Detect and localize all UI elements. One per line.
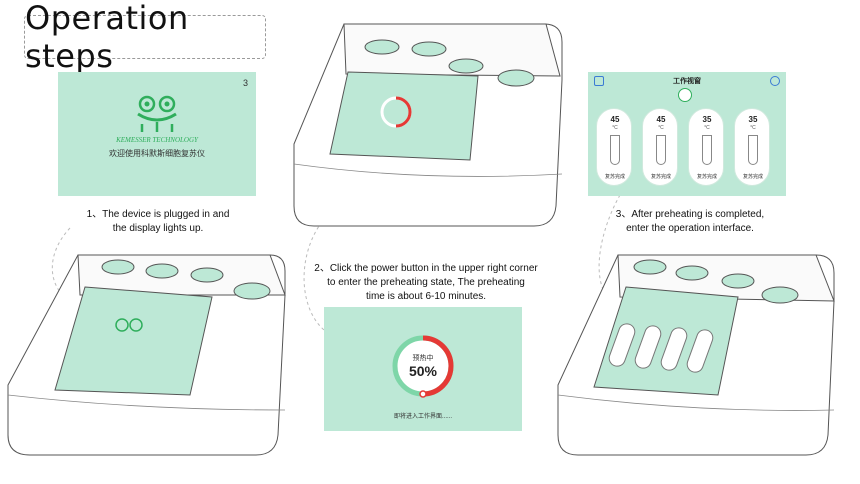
slot-card[interactable]: 35°C 复苏完成 [734, 108, 770, 186]
preheat-progress-ring [392, 335, 454, 398]
progress-knob [419, 390, 427, 398]
step1-screen: 3 KEMESSER TECHNOLOGY 欢迎使用科默斯细胞复苏仪 [58, 72, 256, 196]
step1-caption: 1、The device is plugged in and the displ… [58, 208, 258, 236]
connector-step1 [51, 227, 87, 309]
slot-status: 复苏完成 [604, 174, 625, 180]
test-tube-icon [656, 135, 666, 165]
slot-temperature: 45 [610, 115, 620, 124]
slot-temperature: 45 [656, 115, 666, 124]
settings-icon[interactable] [770, 76, 780, 86]
title-box: Operation steps [24, 0, 266, 75]
preheat-status-label: 预热中 [412, 355, 434, 362]
frog-avatar-icon [678, 88, 692, 102]
device-step2-illustration [293, 23, 563, 227]
step2-screen: 预热中 50% 即将进入工作界面...... [324, 307, 522, 431]
frog-logo-icon [137, 95, 177, 132]
home-icon[interactable] [594, 76, 604, 86]
test-tube-icon [610, 135, 620, 165]
step3-caption-line2: enter the operation interface. [626, 223, 754, 234]
step1-caption-line1: 1、The device is plugged in and [86, 209, 230, 220]
slot-unit: °C [612, 125, 618, 131]
slot-status: 复苏完成 [650, 174, 671, 180]
device-step3-illustration [557, 254, 835, 456]
slot-status: 复苏完成 [696, 174, 717, 180]
brand-name: KEMESSER TECHNOLOGY [116, 136, 198, 144]
step2-caption-line1: 2、Click the power button in the upper ri… [314, 263, 538, 274]
step1-caption-line2: the display lights up. [112, 223, 204, 234]
preheat-percent: 50% [408, 363, 438, 379]
preheat-footer: 即将进入工作界面...... [393, 414, 452, 420]
slot-status: 复苏完成 [742, 174, 763, 180]
slot-temperature: 35 [748, 115, 758, 124]
slot-card[interactable]: 45°C 复苏完成 [642, 108, 678, 186]
step2-caption-line3: time is about 6-10 minutes. [365, 291, 487, 302]
step2-caption-line2: to enter the preheating state, The prehe… [327, 277, 525, 288]
slot-unit: °C [750, 125, 756, 131]
step2-caption: 2、Click the power button in the upper ri… [296, 262, 556, 304]
slot-unit: °C [704, 125, 710, 131]
slot-card[interactable]: 45°C 复苏完成 [596, 108, 632, 186]
device-step1-illustration [7, 254, 286, 456]
test-tube-icon [748, 135, 758, 165]
slot-unit: °C [658, 125, 664, 131]
progress-ring-fill [422, 335, 454, 397]
slot-temperature: 35 [702, 115, 712, 124]
slot-card[interactable]: 35°C 复苏完成 [688, 108, 724, 186]
page-title: Operation steps [25, 0, 189, 75]
page-number: 3 [242, 78, 248, 88]
step3-caption: 3、After preheating is completed, enter t… [590, 208, 790, 236]
test-tube-icon [702, 135, 712, 165]
step3-caption-line1: 3、After preheating is completed, [615, 209, 765, 220]
welcome-text: 欢迎使用科默斯细胞复苏仪 [109, 149, 205, 158]
work-window-title: 工作视窗 [673, 78, 701, 85]
